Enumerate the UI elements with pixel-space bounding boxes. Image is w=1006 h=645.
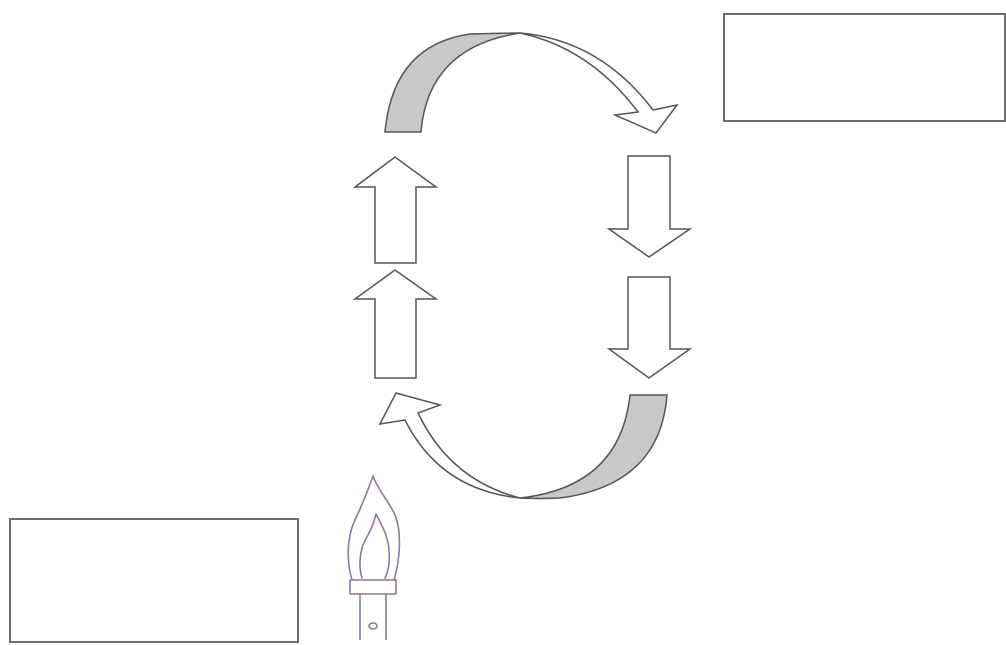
top-curved-arrow xyxy=(384,32,679,134)
bottom-curved-arrow xyxy=(378,392,668,500)
top-curve-white-arrow xyxy=(519,32,679,134)
bottom-curve-shaded-band xyxy=(519,394,668,500)
label-box-bottom-left[interactable] xyxy=(9,518,299,643)
bunsen-burner-flame-icon xyxy=(347,475,401,641)
right-down-arrow-upper xyxy=(606,155,693,258)
inner-flame xyxy=(359,513,391,579)
burner-tube xyxy=(359,593,387,641)
burner-collar xyxy=(349,579,397,595)
right-down-arrow-lower xyxy=(606,276,693,379)
top-curve-shaded-band xyxy=(384,32,521,133)
label-box-top-right[interactable] xyxy=(723,13,1006,122)
left-up-arrow-upper xyxy=(352,156,439,264)
air-hole xyxy=(368,622,378,630)
left-up-arrow-lower xyxy=(352,269,439,379)
bottom-curve-white-arrow xyxy=(378,392,521,499)
outer-flame xyxy=(347,475,401,581)
